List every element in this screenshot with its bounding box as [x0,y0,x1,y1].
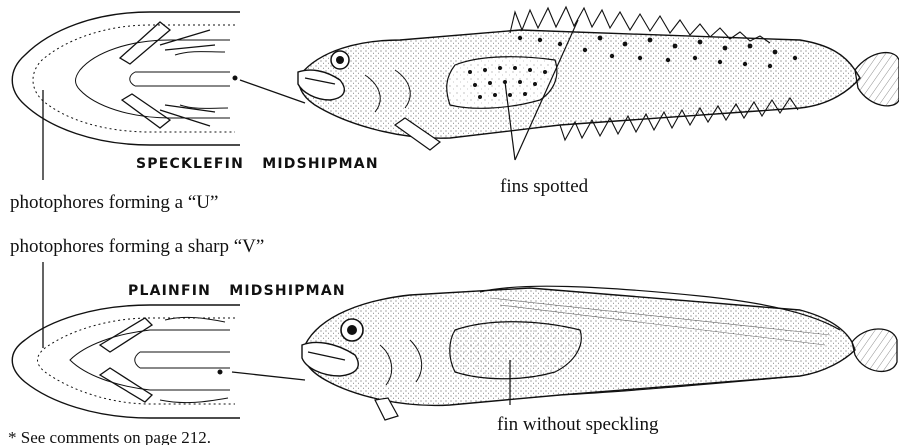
plainfin-fin-note: fin without speckling [497,414,658,436]
fish-head-underside-v-icon [12,305,240,418]
plainfin-photophore-note: photophores forming a sharp “V” [10,236,264,258]
specklefin-title: SPECKLEFIN MIDSHIPMAN [136,156,379,172]
plainfin-title: PLAINFIN MIDSHIPMAN [128,283,346,299]
specklefin-fin-note: fins spotted [500,176,588,198]
plainfin-pointer-line [232,372,305,380]
fish-head-underside-u-icon [12,12,240,145]
specklefin-pointer-line [240,80,305,103]
footnote: * See comments on page 212. [8,428,211,445]
specklefin-midshipman-fish-icon [298,7,899,150]
plainfin-midshipman-fish-icon [302,286,897,420]
specklefin-photophore-note: photophores forming a “U” [10,192,218,214]
